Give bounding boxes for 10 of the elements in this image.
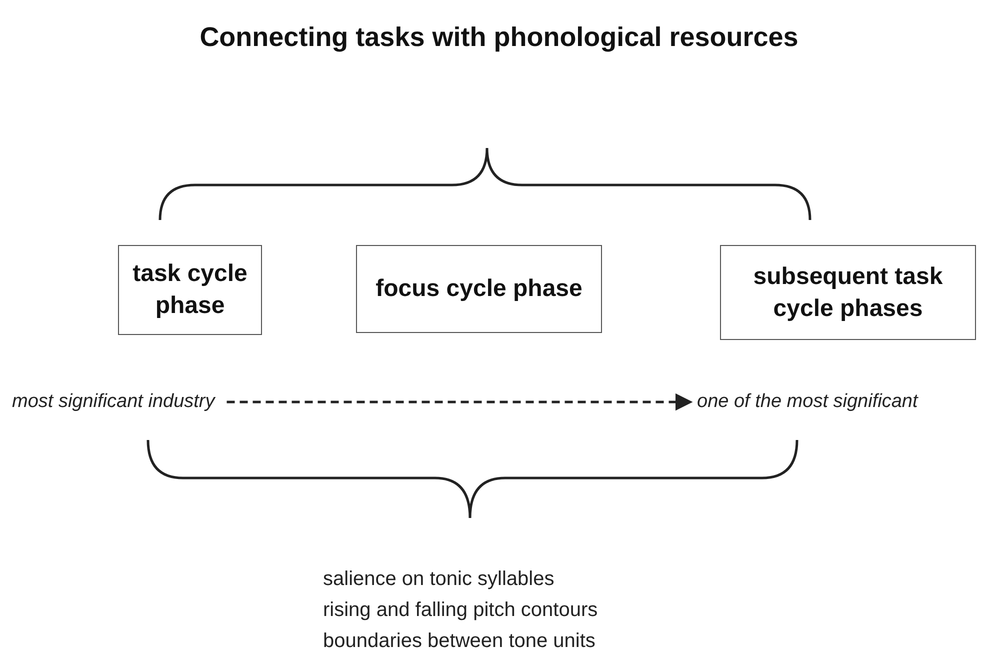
feature-note: rising and falling pitch contours bbox=[323, 599, 598, 622]
phase-box: task cycle phase bbox=[118, 245, 262, 335]
phase-box: subsequent task cycle phases bbox=[720, 245, 976, 340]
phase-box: focus cycle phase bbox=[356, 245, 602, 333]
feature-note: boundaries between tone units bbox=[323, 630, 596, 653]
feature-note: salience on tonic syllables bbox=[323, 568, 554, 591]
diagram-title: Connecting tasks with phonological resources bbox=[199, 21, 799, 54]
example-phrase: most significant industry bbox=[12, 391, 215, 413]
example-phrase: one of the most significant bbox=[697, 391, 918, 413]
arrow bbox=[226, 393, 693, 411]
